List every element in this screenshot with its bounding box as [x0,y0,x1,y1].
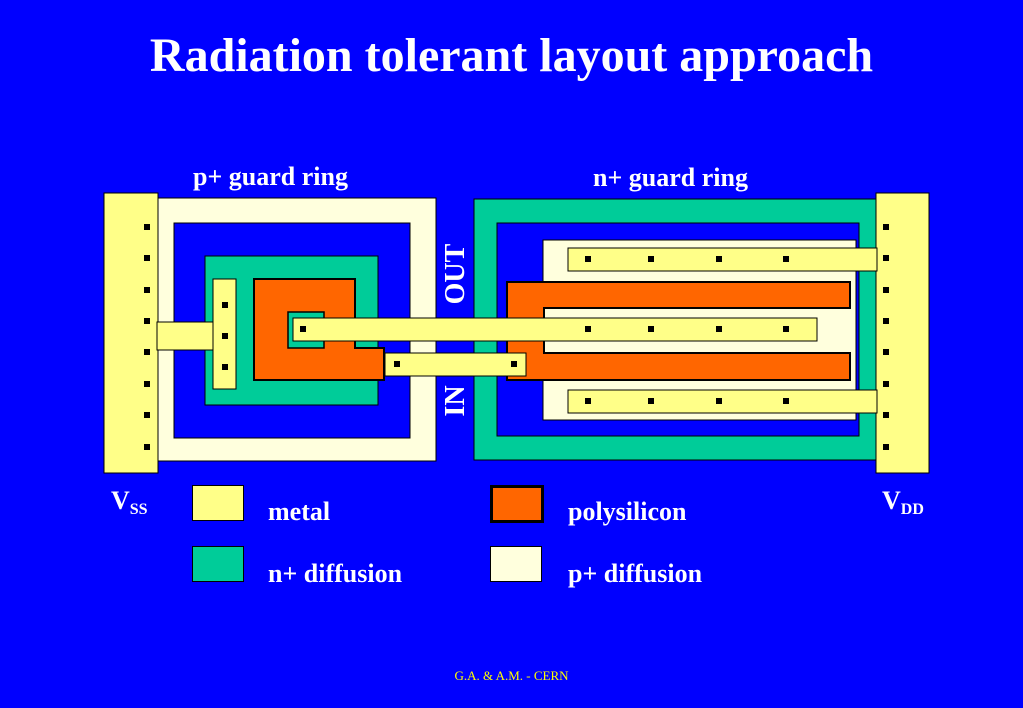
vss-label-sub: SS [129,501,148,518]
legend-label-n-diffusion: n+ diffusion [268,559,403,588]
vdd-label-main: V [882,486,901,515]
right-poly-gate [506,281,851,381]
legend-swatch-p-diffusion [490,546,542,582]
footer-credit: G.A. & A.M. - CERN [454,668,569,683]
vdd-label: VDD [882,486,924,518]
contacts [144,224,889,450]
legend-label-metal: metal [268,497,331,526]
vss-rail [103,192,159,474]
vdd-label-sub: DD [900,501,924,518]
legend-swatch-polysilicon [490,485,544,523]
out-label: OUT [440,243,471,305]
legend-label-polysilicon: polysilicon [568,497,687,526]
legend-swatch-metal [192,485,244,521]
n-guard-ring-label: n+ guard ring [593,163,748,192]
vdd-rail [875,192,930,474]
vss-label-main: V [111,486,130,515]
legend-label-p-diffusion: p+ diffusion [568,559,703,588]
page-title: Radiation tolerant layout approach [149,29,874,82]
p-guard-ring-label: p+ guard ring [193,162,348,191]
out-metal-line [292,317,818,342]
in-metal-line [384,352,527,377]
legend-swatch-n-diffusion [192,546,244,582]
vss-label: VSS [111,486,148,518]
in-label: IN [440,385,471,417]
